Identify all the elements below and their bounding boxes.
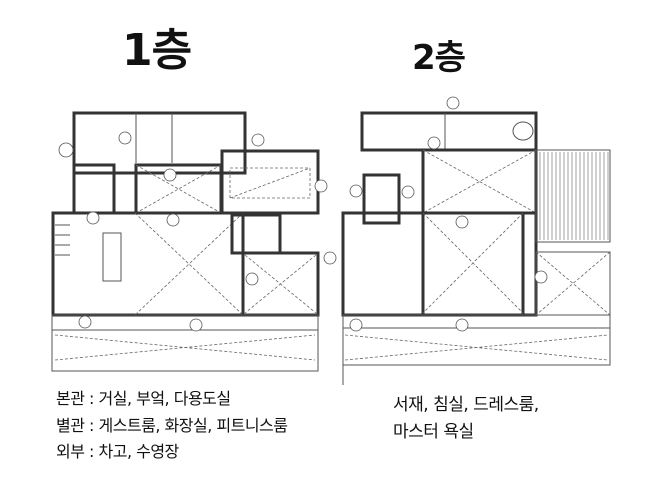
floor1-room-list: 본관 : 거실, 부엌, 다용도실 별관 : 게스트룸, 화장실, 피트니스룸 … [56,386,288,466]
floor1-line-annex: 별관 : 게스트룸, 화장실, 피트니스룸 [56,415,288,435]
floor2-title: 2층 [412,38,466,78]
floor1-title: 1층 [122,25,192,76]
floor1-plan [51,111,337,372]
floor2-room-list: 서재, 침실, 드레스룸, 마스터 욕실 [393,392,539,446]
floor1-line-outdoor: 외부 : 차고, 수영장 [56,442,179,461]
floor1-line-main: 본관 : 거실, 부엌, 다용도실 [56,389,231,408]
floor2-plan [341,96,611,385]
floor2-line-1: 서재, 침실, 드레스룸, [393,395,539,415]
floor2-line-2: 마스터 욕실 [393,422,474,442]
